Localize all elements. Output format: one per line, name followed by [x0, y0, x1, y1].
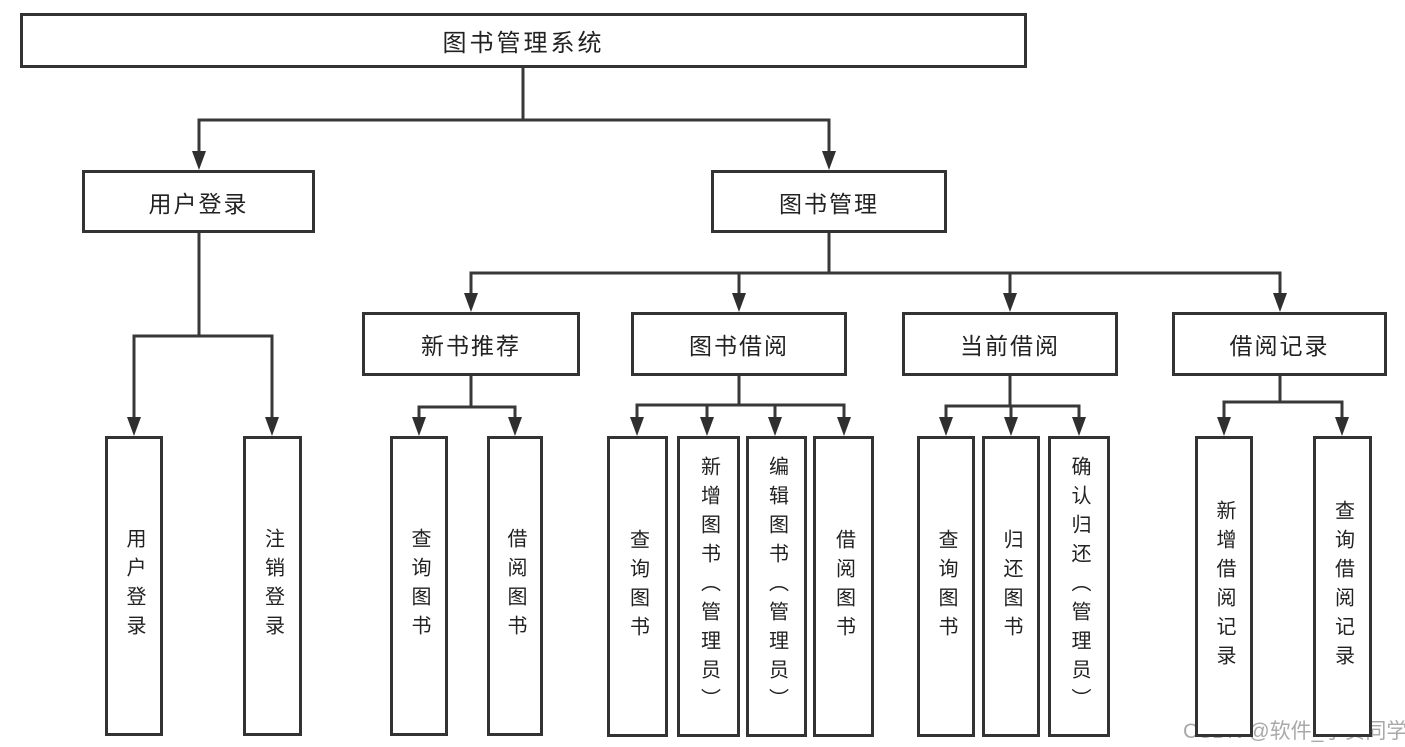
node-user-login: 用户登录 [82, 170, 315, 233]
node-label: 新书推荐 [421, 333, 521, 359]
leaf-edit-book-admin: 编辑图书（管理员） [746, 436, 807, 737]
leaf-user-login: 用户登录 [105, 436, 163, 736]
tree-edges [132, 67, 1344, 418]
leaf-label: 注销登录 [261, 528, 284, 644]
leaf-borrow-books: 借阅图书 [487, 436, 543, 736]
leaf-logout: 注销登录 [243, 436, 302, 736]
arrowheads [127, 151, 1349, 436]
leaf-label: 新增图书（管理员） [697, 456, 720, 717]
node-root-label: 图书管理系统 [442, 30, 605, 57]
leaf-label: 查询图书 [408, 528, 430, 644]
node-label: 图书管理 [779, 190, 879, 217]
leaf-label: 查询图书 [935, 528, 957, 645]
node-book-management: 图书管理 [711, 170, 947, 233]
node-borrow-records: 借阅记录 [1172, 312, 1387, 376]
leaf-query-books: 查询图书 [607, 436, 668, 737]
leaf-return-books: 归还图书 [982, 436, 1040, 737]
leaf-label: 编辑图书（管理员） [765, 456, 788, 717]
leaf-label: 确认归还（管理员） [1068, 456, 1090, 717]
leaf-label: 查询借阅记录 [1331, 499, 1354, 674]
node-label: 图书借阅 [689, 333, 789, 359]
node-root-system: 图书管理系统 [20, 13, 1027, 68]
leaf-query-books: 查询图书 [917, 436, 975, 737]
leaf-add-borrow-record: 新增借阅记录 [1195, 436, 1253, 737]
leaf-query-borrow-record: 查询借阅记录 [1313, 436, 1372, 737]
leaf-label: 用户登录 [123, 528, 145, 644]
leaf-label: 新增借阅记录 [1213, 499, 1235, 674]
node-new-book-recommend: 新书推荐 [362, 312, 580, 376]
leaf-label: 查询图书 [626, 528, 649, 645]
leaf-query-books: 查询图书 [390, 436, 448, 736]
leaf-borrow-books: 借阅图书 [813, 436, 874, 737]
leaf-label: 归还图书 [1000, 528, 1022, 645]
node-label: 用户登录 [148, 190, 249, 217]
node-current-borrow: 当前借阅 [902, 312, 1118, 376]
node-label: 借阅记录 [1229, 333, 1330, 359]
node-book-borrow: 图书借阅 [631, 312, 847, 376]
leaf-confirm-return-admin: 确认归还（管理员） [1048, 436, 1110, 737]
leaf-add-book-admin: 新增图书（管理员） [677, 436, 740, 737]
leaf-label: 借阅图书 [504, 528, 526, 644]
node-label: 当前借阅 [960, 333, 1060, 359]
leaf-label: 借阅图书 [832, 528, 855, 645]
